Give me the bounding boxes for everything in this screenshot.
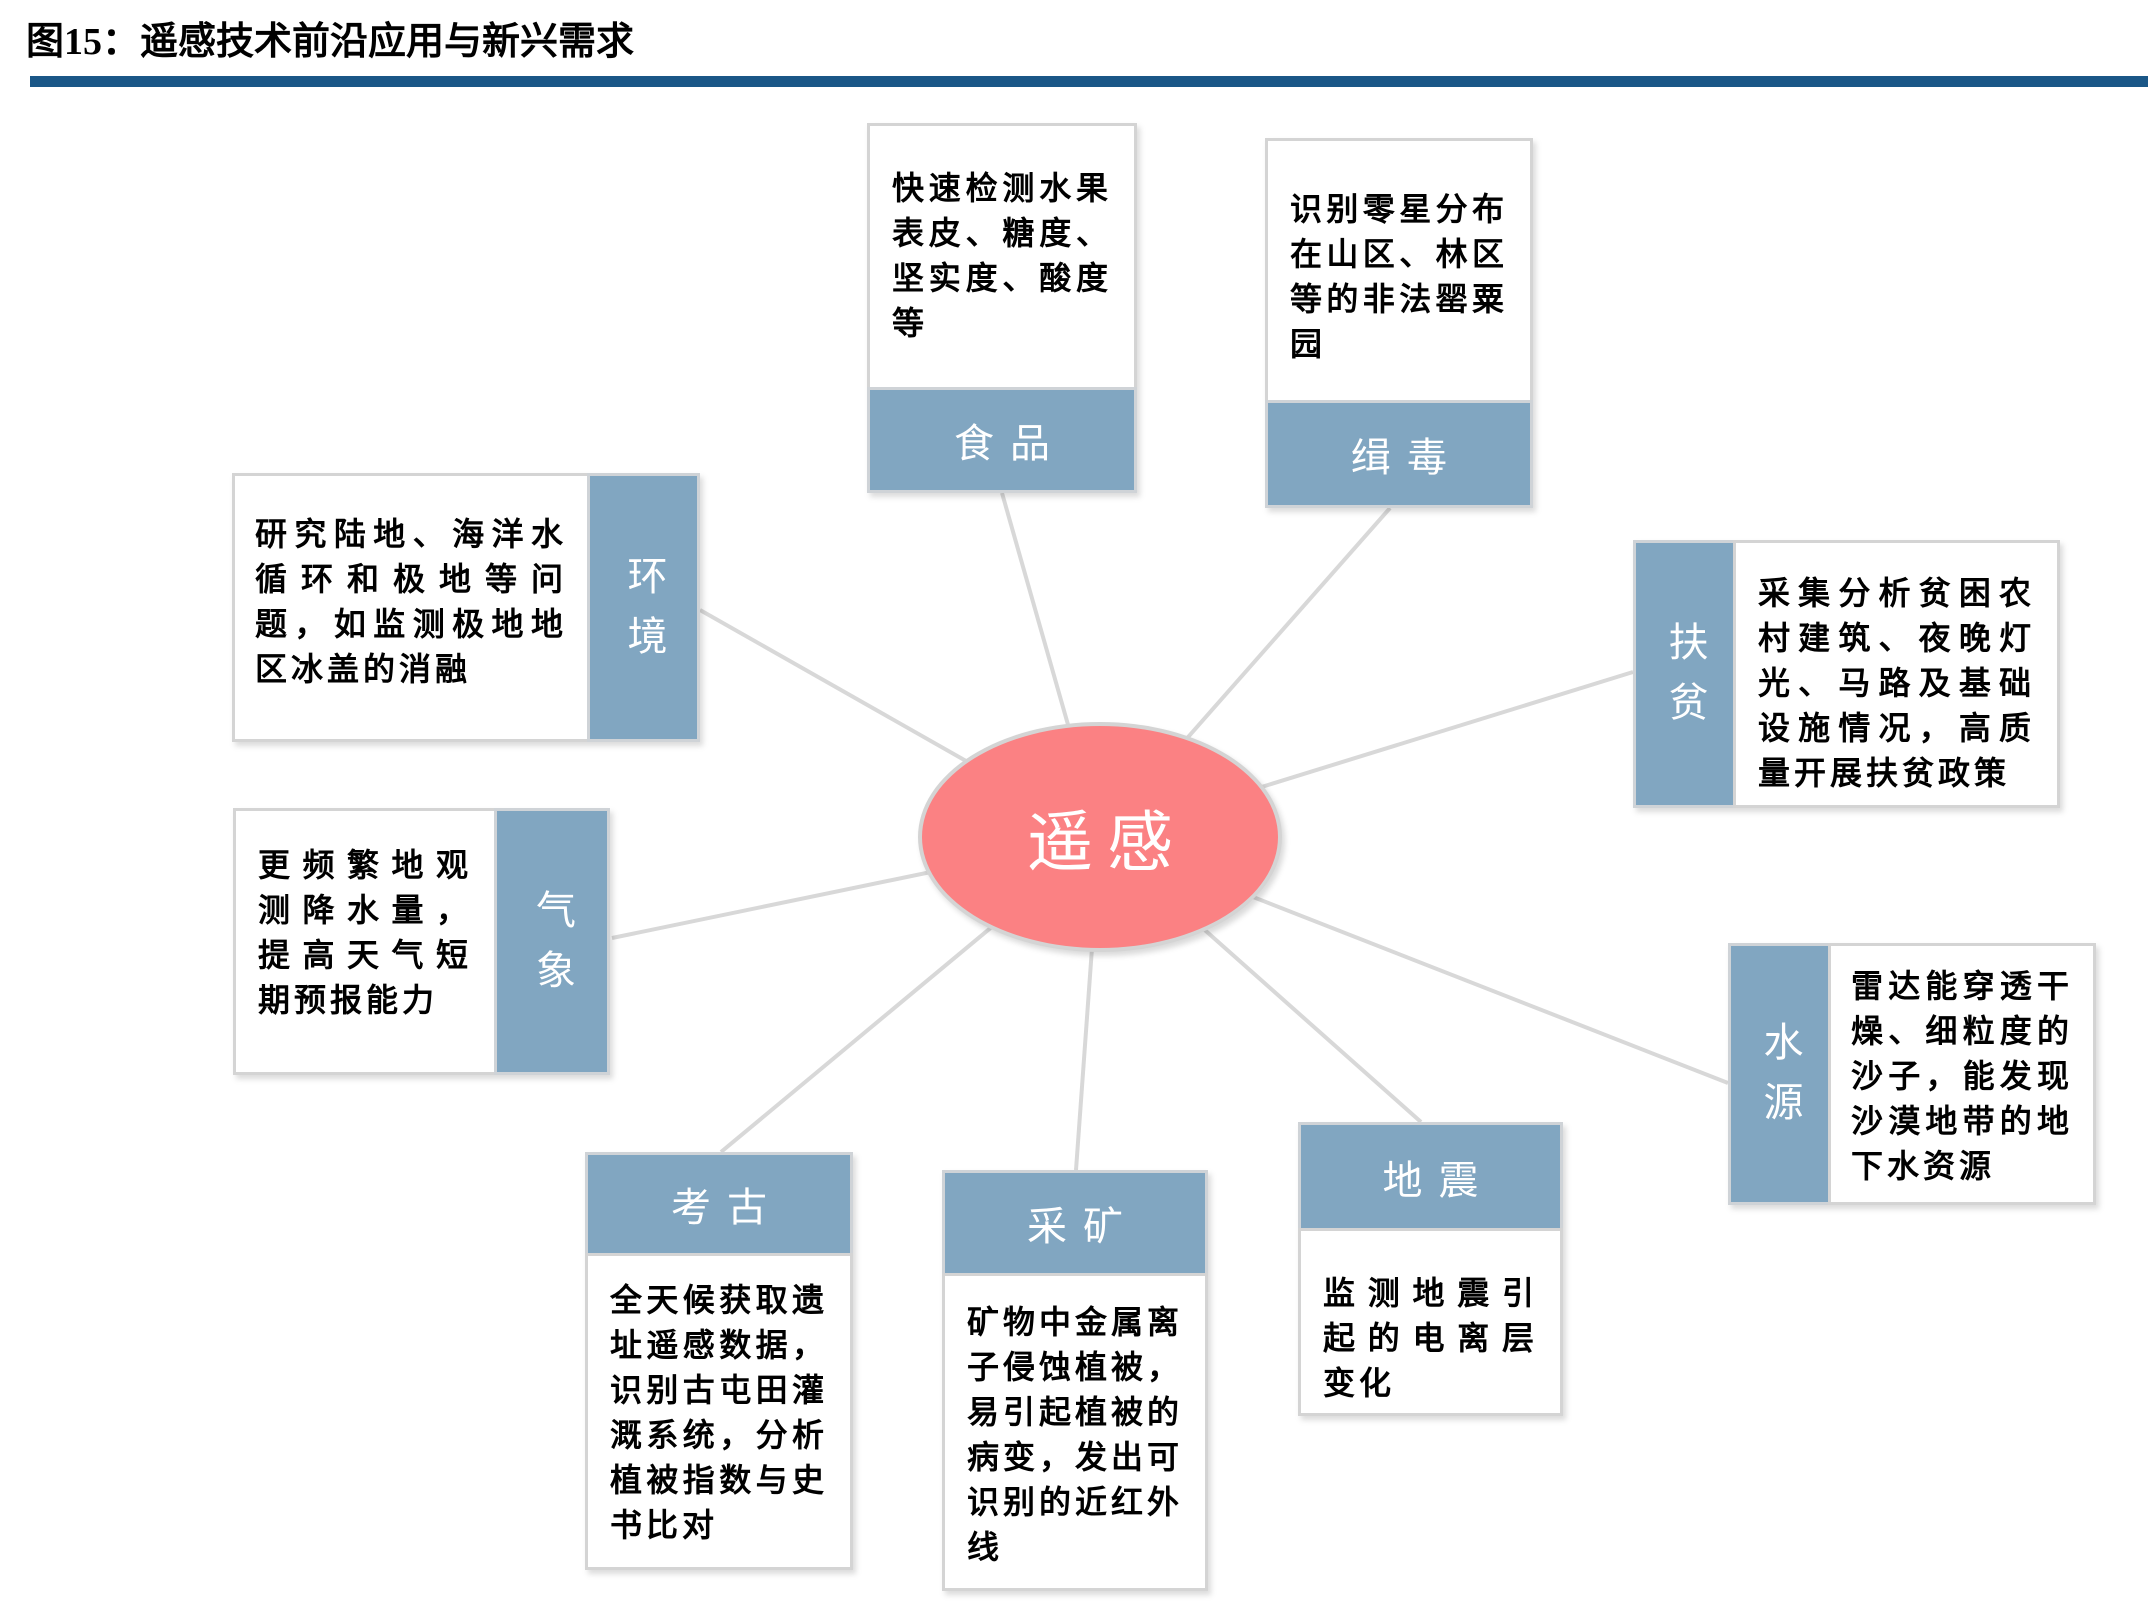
node-earthquake: 地震 监测地震引起的电离层变化 <box>1298 1122 1563 1416</box>
node-food-desc: 快速检测水果表皮、糖度、坚实度、酸度等 <box>867 123 1137 390</box>
center-node-remote-sensing: 遥感 <box>918 722 1282 952</box>
node-mining-header: 采矿 <box>942 1170 1208 1276</box>
figure-title-text: 遥感技术前沿应用与新兴需求 <box>140 21 635 63</box>
node-narcotics: 识别零星分布在山区、林区等的非法罂粟园 缉毒 <box>1265 138 1533 508</box>
node-poverty: 扶贫 采集分析贫困农村建筑、夜晚灯光、马路及基础设施情况，高质量开展扶贫政策 <box>1633 540 2060 808</box>
node-meteorology: 更频繁地观测降水量，提高天气短期预报能力 气象 <box>233 808 610 1075</box>
node-archaeology-desc: 全天候获取遗址遥感数据，识别古屯田灌溉系统，分析植被指数与史书比对 <box>585 1253 853 1570</box>
node-food-header: 食品 <box>867 387 1137 493</box>
node-water: 水源 雷达能穿透干燥、细粒度的沙子，能发现沙漠地带的地下水资源 <box>1728 943 2096 1205</box>
node-environment-header: 环境 <box>587 473 700 742</box>
node-mining: 采矿 矿物中金属离子侵蚀植被，易引起植被的病变，发出可识别的近红外线 <box>942 1170 1208 1591</box>
node-poverty-header: 扶贫 <box>1633 540 1736 808</box>
figure-number-label: 图15： <box>26 21 141 63</box>
node-narcotics-header: 缉毒 <box>1265 400 1533 508</box>
node-meteorology-header: 气象 <box>494 808 610 1075</box>
node-environment-desc: 研究陆地、海洋水循环和极地等问题，如监测极地地区冰盖的消融 <box>232 473 590 742</box>
node-food: 快速检测水果表皮、糖度、坚实度、酸度等 食品 <box>867 123 1137 493</box>
node-earthquake-desc: 监测地震引起的电离层变化 <box>1298 1228 1563 1416</box>
node-water-header: 水源 <box>1728 943 1831 1205</box>
node-poverty-desc: 采集分析贫困农村建筑、夜晚灯光、马路及基础设施情况，高质量开展扶贫政策 <box>1733 540 2060 808</box>
node-earthquake-header: 地震 <box>1298 1122 1563 1231</box>
node-mining-desc: 矿物中金属离子侵蚀植被，易引起植被的病变，发出可识别的近红外线 <box>942 1273 1208 1591</box>
node-meteorology-desc: 更频繁地观测降水量，提高天气短期预报能力 <box>233 808 497 1075</box>
center-node-label: 遥感 <box>1027 805 1187 879</box>
node-water-desc: 雷达能穿透干燥、细粒度的沙子，能发现沙漠地带的地下水资源 <box>1828 943 2096 1205</box>
node-archaeology: 考古 全天候获取遗址遥感数据，识别古屯田灌溉系统，分析植被指数与史书比对 <box>585 1152 853 1570</box>
node-narcotics-desc: 识别零星分布在山区、林区等的非法罂粟园 <box>1265 138 1533 403</box>
node-archaeology-header: 考古 <box>585 1152 853 1256</box>
figure-title: 图15：遥感技术前沿应用与新兴需求 <box>26 10 634 65</box>
title-divider <box>30 76 2148 87</box>
node-environment: 研究陆地、海洋水循环和极地等问题，如监测极地地区冰盖的消融 环境 <box>232 473 700 742</box>
